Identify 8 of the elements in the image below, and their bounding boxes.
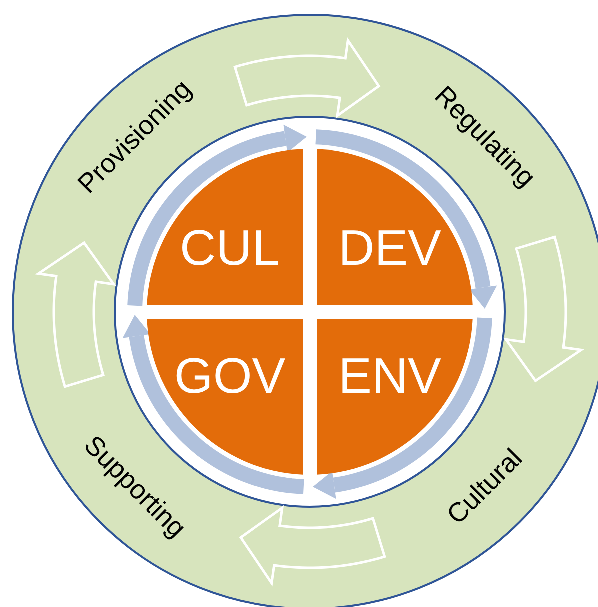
quadrant-label: GOV [174, 351, 286, 401]
quadrant-label: DEV [338, 223, 442, 273]
quadrant-label: ENV [338, 351, 442, 401]
block-arrow [239, 505, 386, 587]
block-arrow [35, 241, 117, 388]
block-arrow [234, 37, 381, 119]
block-arrow [503, 236, 585, 383]
quadrant-label: CUL [180, 223, 280, 273]
